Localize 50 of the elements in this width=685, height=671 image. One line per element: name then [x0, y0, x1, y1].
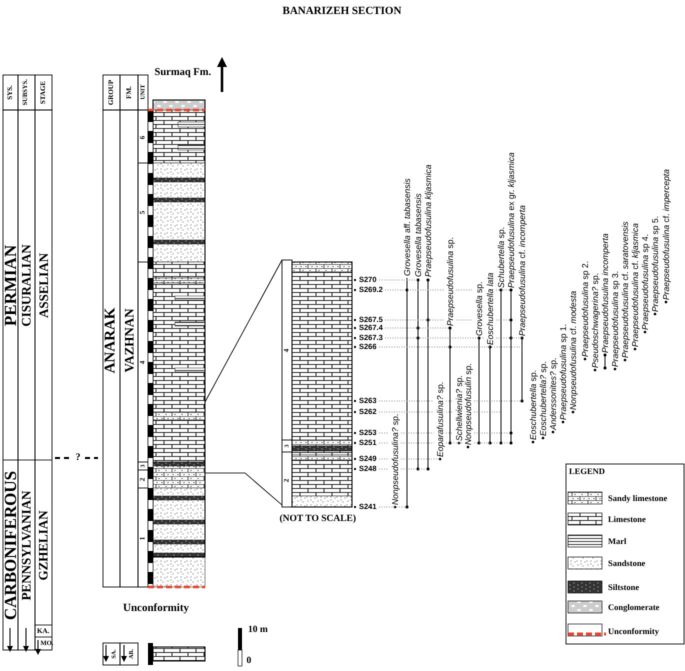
taxon-label: Nonpseudofusulina cf. modesta [568, 290, 578, 410]
legend-label: Marl [608, 536, 626, 545]
question-mark: ? [76, 453, 80, 463]
taxon-label: Praepseudofusulina cf. kljasmica [630, 223, 640, 347]
unconformity-label: Unconformity [123, 602, 189, 614]
taxon-label: Eoschubertella lata [485, 272, 495, 345]
taxon-label: Praepseudofusulina sp 1. [558, 324, 568, 420]
taxon-label: Praepseudofusulina sp 4. [640, 234, 650, 330]
taxon-label: Eoschubertella sp. [528, 370, 538, 440]
taxon-label: Grovesella aff. tabasensis [402, 178, 412, 276]
taxon-label: Praepseudofusulina cf. impercepta [661, 169, 671, 300]
scale-label: 10 m [248, 626, 268, 636]
taxon-label: Pseudoschwagerina? sp. [590, 273, 600, 368]
taxon-label: Praepseudofusulina sp 2. [580, 261, 590, 357]
taxon-label: Praepseudofusulina cf. saratovensis [620, 221, 630, 358]
stage-label: ASSELIAN [36, 252, 50, 318]
taxon-label: Praepseudofusulina sp. [445, 237, 455, 326]
legend-label: Siltstone [608, 582, 640, 591]
system-label: CARBONIFEROUS [2, 470, 19, 620]
scale-note: (NOT TO SCALE) [280, 515, 356, 524]
legend-title: LEGEND [569, 466, 605, 475]
stage-label: GZHELIAN [36, 510, 50, 580]
taxon-label: Nonpseudofusulin sp. [463, 363, 473, 445]
taxon-label: Praepseudofusulina kljasmica [423, 164, 433, 277]
taxon-label: Praepseudofusulina ex gr. kljasmica [506, 152, 516, 288]
legend-label: Sandy limestone [608, 494, 668, 502]
diagram-title: BANARIZEH SECTION [282, 6, 402, 17]
legend-label: Sandstone [608, 558, 646, 567]
subsystem-label: CISURALIAN [20, 244, 33, 326]
formation-label: Surmaq Fm. [154, 68, 212, 78]
subsystem-label: PENNSYLVANIAN [19, 490, 32, 600]
scale-label: 0 [246, 657, 252, 666]
taxon-label: Grovesella tabasensis [413, 193, 423, 277]
taxon-label: Eoparafusulina? sp. [435, 382, 445, 457]
taxon-label: Praepseudofusulina cf. incomperta [517, 205, 527, 336]
taxon-label: Praepseudofusulina sp 3. [610, 271, 620, 367]
formation-label: VAZHNAN [122, 308, 136, 372]
legend-label: Unconformity [608, 626, 659, 635]
taxon-label: Anderssonites? sp. [548, 358, 558, 430]
taxon-label: Eoschubertella? sp. [538, 361, 548, 436]
taxon-label: Grovesella sp. [474, 282, 484, 336]
group-label: ANARAK [103, 307, 118, 373]
taxon-label: Nonpseudofusulina? sp. [390, 414, 400, 505]
system-label: PERMIAN [2, 244, 19, 326]
taxon-label: Praepseudofusulina sp 5. [650, 216, 660, 312]
legend-label: Limestone [608, 514, 646, 523]
taxon-label: Schellwienia? sp. [454, 375, 464, 441]
taxon-label: Praepseudofusulina incomperta [600, 233, 610, 353]
legend-label: Conglomerate [608, 602, 660, 611]
taxon-label: Schubertella sp. [496, 227, 506, 288]
